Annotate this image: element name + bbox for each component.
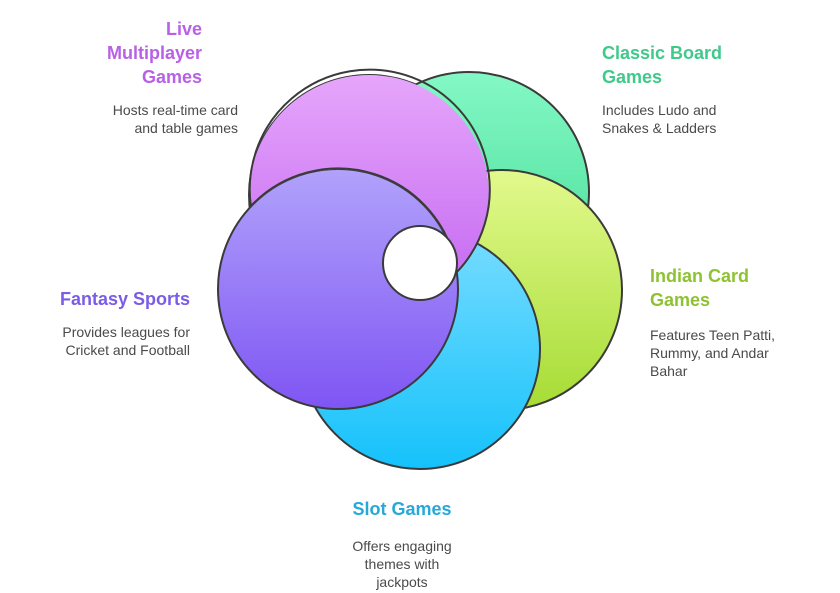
live-multiplayer-title: Live Multiplayer Games [106,19,202,87]
classic-board-desc: Includes Ludo and Snakes & Ladders [602,102,717,136]
live-petal-overlap [249,75,489,272]
slot-games-desc: Offers engaging themes with jackpots [352,538,452,590]
live-petal-top-outline [248,68,491,273]
indian-card-desc: Features Teen Patti, Rummy, and Andar Ba… [650,327,776,379]
slot-games-title: Slot Games [352,499,452,519]
indian-card-title: Indian Card Games [650,266,750,310]
live-multiplayer-desc: Hosts real-time card and table games [112,102,238,136]
center-hole [382,225,458,301]
classic-board-title: Classic Board Games [602,43,723,87]
fantasy-sports-title: Fantasy Sports [59,289,190,309]
fantasy-sports-desc: Provides leagues for Cricket and Footbal… [62,324,190,358]
